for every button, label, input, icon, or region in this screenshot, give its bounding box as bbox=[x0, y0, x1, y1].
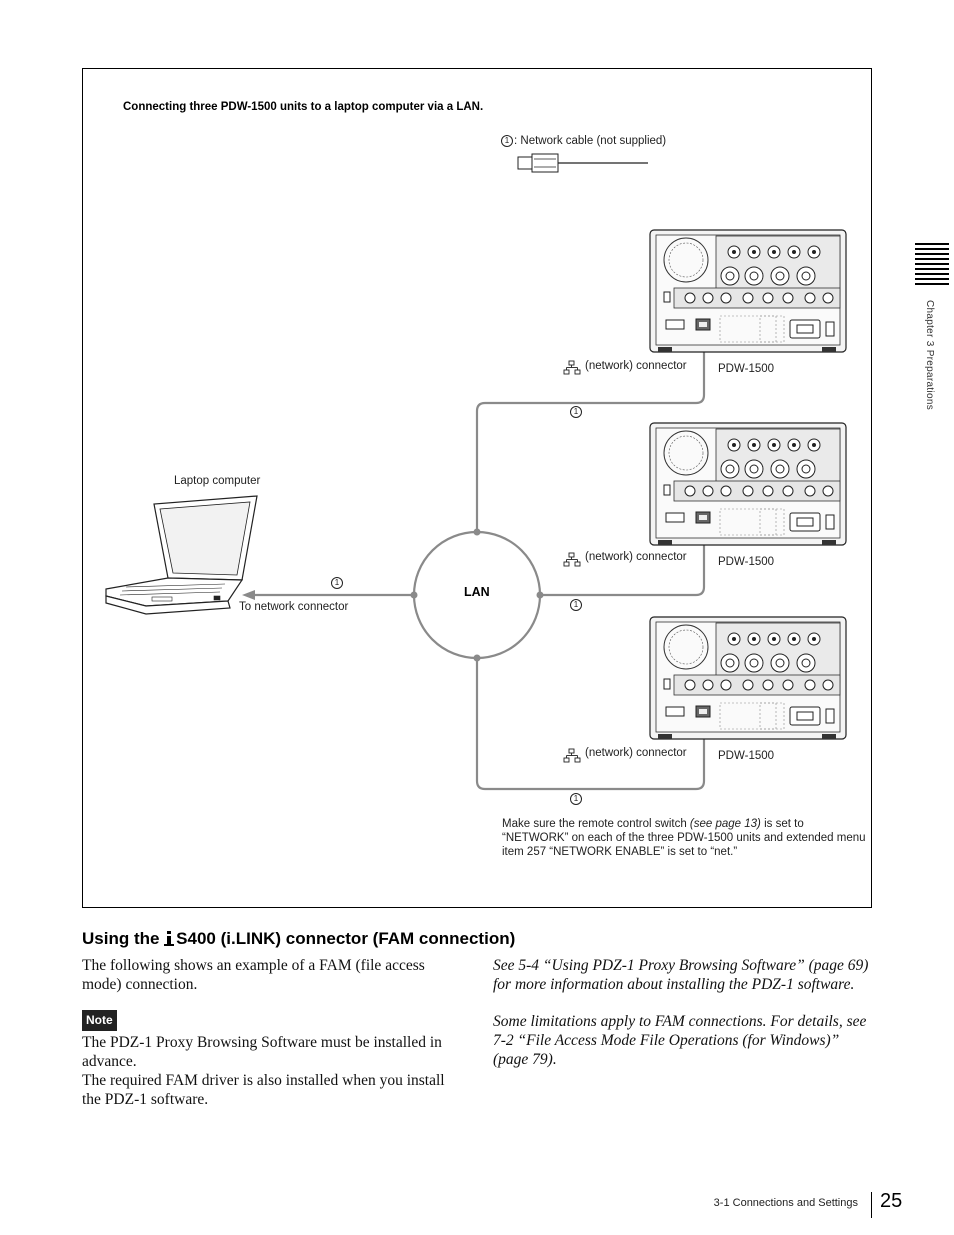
cable-marker: 1 bbox=[570, 599, 583, 611]
pdw1500-unit-3 bbox=[649, 616, 847, 740]
chapter-tab-stripes bbox=[915, 243, 949, 285]
figure-note: Make sure the remote control switch (see… bbox=[502, 818, 866, 858]
pdw1500-unit-2 bbox=[649, 422, 847, 546]
lan-node-dot bbox=[410, 591, 418, 599]
lan-node-dot bbox=[536, 591, 544, 599]
reference-paragraph-1[interactable]: See 5-4 “Using PDZ-1 Proxy Browsing Soft… bbox=[493, 957, 869, 993]
cable-legend-text: : Network cable (not supplied) bbox=[514, 135, 667, 148]
laptop-computer-icon bbox=[105, 495, 258, 615]
note-text-2: The required FAM driver is also installe… bbox=[82, 1072, 445, 1108]
right-column: See 5-4 “Using PDZ-1 Proxy Browsing Soft… bbox=[493, 956, 871, 1069]
network-symbol-icon bbox=[563, 360, 581, 375]
reference-paragraph-2[interactable]: Some limitations apply to FAM connection… bbox=[493, 1013, 867, 1068]
network-symbol-icon bbox=[563, 748, 581, 763]
cable-lines bbox=[254, 326, 706, 791]
network-cable-legend-icon bbox=[517, 153, 648, 173]
page-reference-link[interactable]: (see page 13) bbox=[689, 818, 761, 830]
cable-number-marker: 1 bbox=[501, 135, 513, 147]
network-connector-label: (network) connector bbox=[585, 360, 687, 372]
cable-marker: 1 bbox=[570, 406, 583, 418]
to-network-connector-label: To network connector bbox=[239, 601, 349, 613]
network-symbol-icon bbox=[563, 552, 581, 567]
page-number: 25 bbox=[880, 1190, 903, 1212]
intro-paragraph: The following shows an example of a FAM … bbox=[82, 957, 425, 993]
footer-section-name: 3-1 Connections and Settings bbox=[713, 1197, 858, 1209]
connection-diagram bbox=[105, 153, 847, 791]
footer-divider bbox=[871, 1192, 872, 1218]
model-label: PDW-1500 bbox=[718, 556, 775, 568]
figure-frame bbox=[82, 68, 872, 908]
cable-marker: 1 bbox=[331, 577, 344, 589]
note-badge: Note bbox=[82, 1010, 117, 1031]
model-label: PDW-1500 bbox=[718, 750, 775, 762]
section-heading: Using the S400 (i.LINK) connector (FAM c… bbox=[82, 929, 516, 948]
lan-node-dot bbox=[473, 528, 481, 536]
pdw1500-unit-1 bbox=[649, 229, 847, 353]
network-connector-label: (network) connector bbox=[585, 551, 687, 563]
model-label: PDW-1500 bbox=[718, 363, 775, 375]
left-column: The following shows an example of a FAM … bbox=[82, 956, 467, 1109]
cable-legend: 1: Network cable (not supplied) bbox=[501, 135, 666, 147]
note-text-1: The PDZ-1 Proxy Browsing Software must b… bbox=[82, 1034, 442, 1070]
laptop-label: Laptop computer bbox=[174, 475, 261, 487]
lan-node-dot bbox=[473, 654, 481, 662]
ilink-icon bbox=[164, 931, 175, 946]
figure-title: Connecting three PDW-1500 units to a lap… bbox=[123, 101, 484, 113]
cable-marker: 1 bbox=[570, 793, 583, 805]
chapter-side-tab: Chapter 3 Preparations bbox=[924, 300, 935, 410]
network-connector-label: (network) connector bbox=[585, 747, 687, 759]
lan-label: LAN bbox=[464, 585, 490, 599]
arrow-to-laptop-icon bbox=[242, 590, 255, 600]
